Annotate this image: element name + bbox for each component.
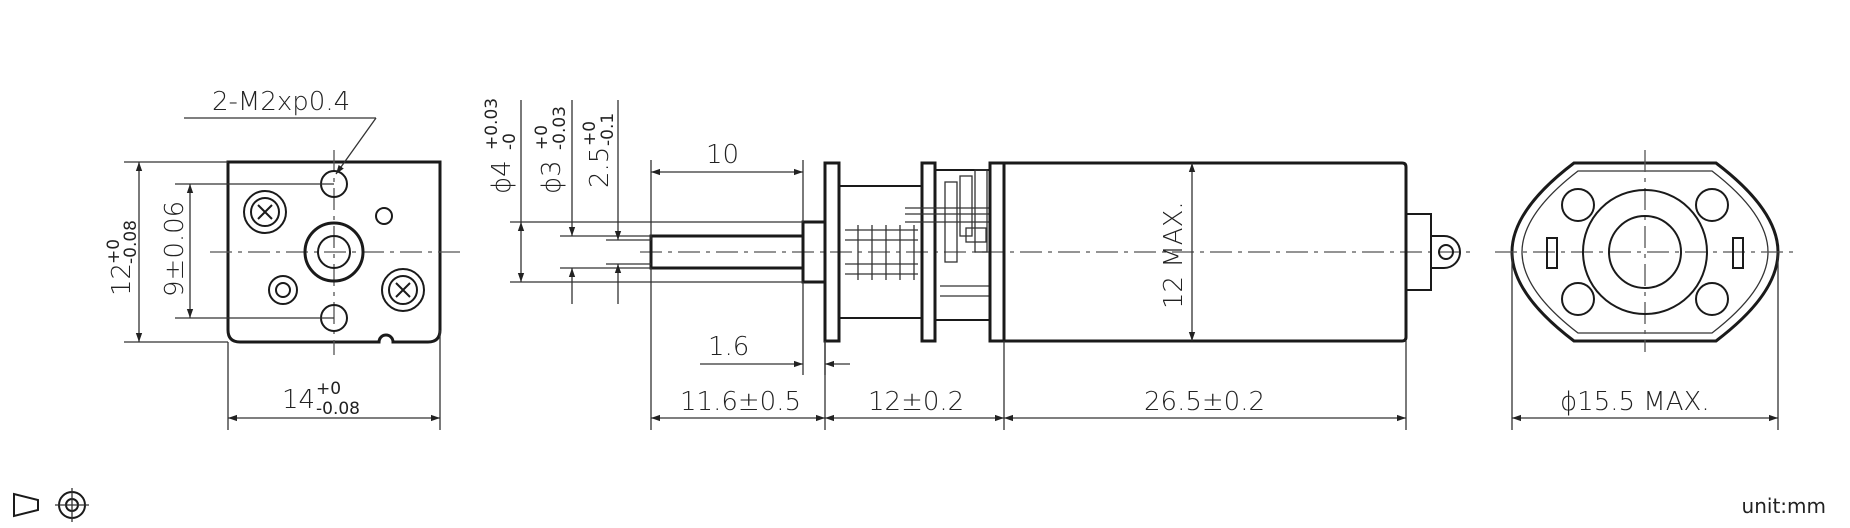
flat-length-label: 10 <box>706 140 739 170</box>
shaft-length-label: 11.6±0.5 <box>680 387 801 417</box>
shaft-dia-tol-lower: -0.03 <box>550 106 570 150</box>
motor-length-label: 26.5±0.2 <box>1144 387 1265 417</box>
front-width-label: 14 <box>282 385 315 415</box>
front-view <box>124 117 460 430</box>
flat-tol-lower: -0.1 <box>598 113 618 146</box>
shaft-dia-tol-upper: +0 <box>532 125 552 150</box>
front-width-tol-lower: -0.08 <box>316 399 360 419</box>
boss-dia-tol-lower: -0 <box>500 133 520 150</box>
boss-length-label: 1.6 <box>708 332 749 362</box>
shaft-dia-label: ϕ3 <box>537 160 567 194</box>
unit-label: unit:mm <box>1741 494 1826 518</box>
boss-dia-tol-upper: +0.03 <box>482 98 502 150</box>
rear-view <box>1495 150 1795 430</box>
boss-dia-label: ϕ4 <box>487 160 517 194</box>
front-width-tol-upper: +0 <box>316 379 341 399</box>
hole-pitch-label: 9±0.06 <box>160 201 190 297</box>
front-height-tol-upper: +0 <box>104 239 124 264</box>
side-view <box>510 100 1470 430</box>
flat-label: 2.5 <box>585 147 615 188</box>
front-height-label: 12 <box>107 263 137 296</box>
motor-dia-label: 12 MAX. <box>1159 201 1189 309</box>
gearbox-length-label: 12±0.2 <box>868 387 964 417</box>
front-height-tol-lower: -0.08 <box>121 220 141 264</box>
rear-dia-label: ϕ15.5 MAX. <box>1560 387 1710 417</box>
flat-tol-upper: +0 <box>580 121 600 146</box>
thread-label: 2-M2xp0.4 <box>212 87 350 117</box>
third-angle-projection-icon <box>13 488 89 522</box>
